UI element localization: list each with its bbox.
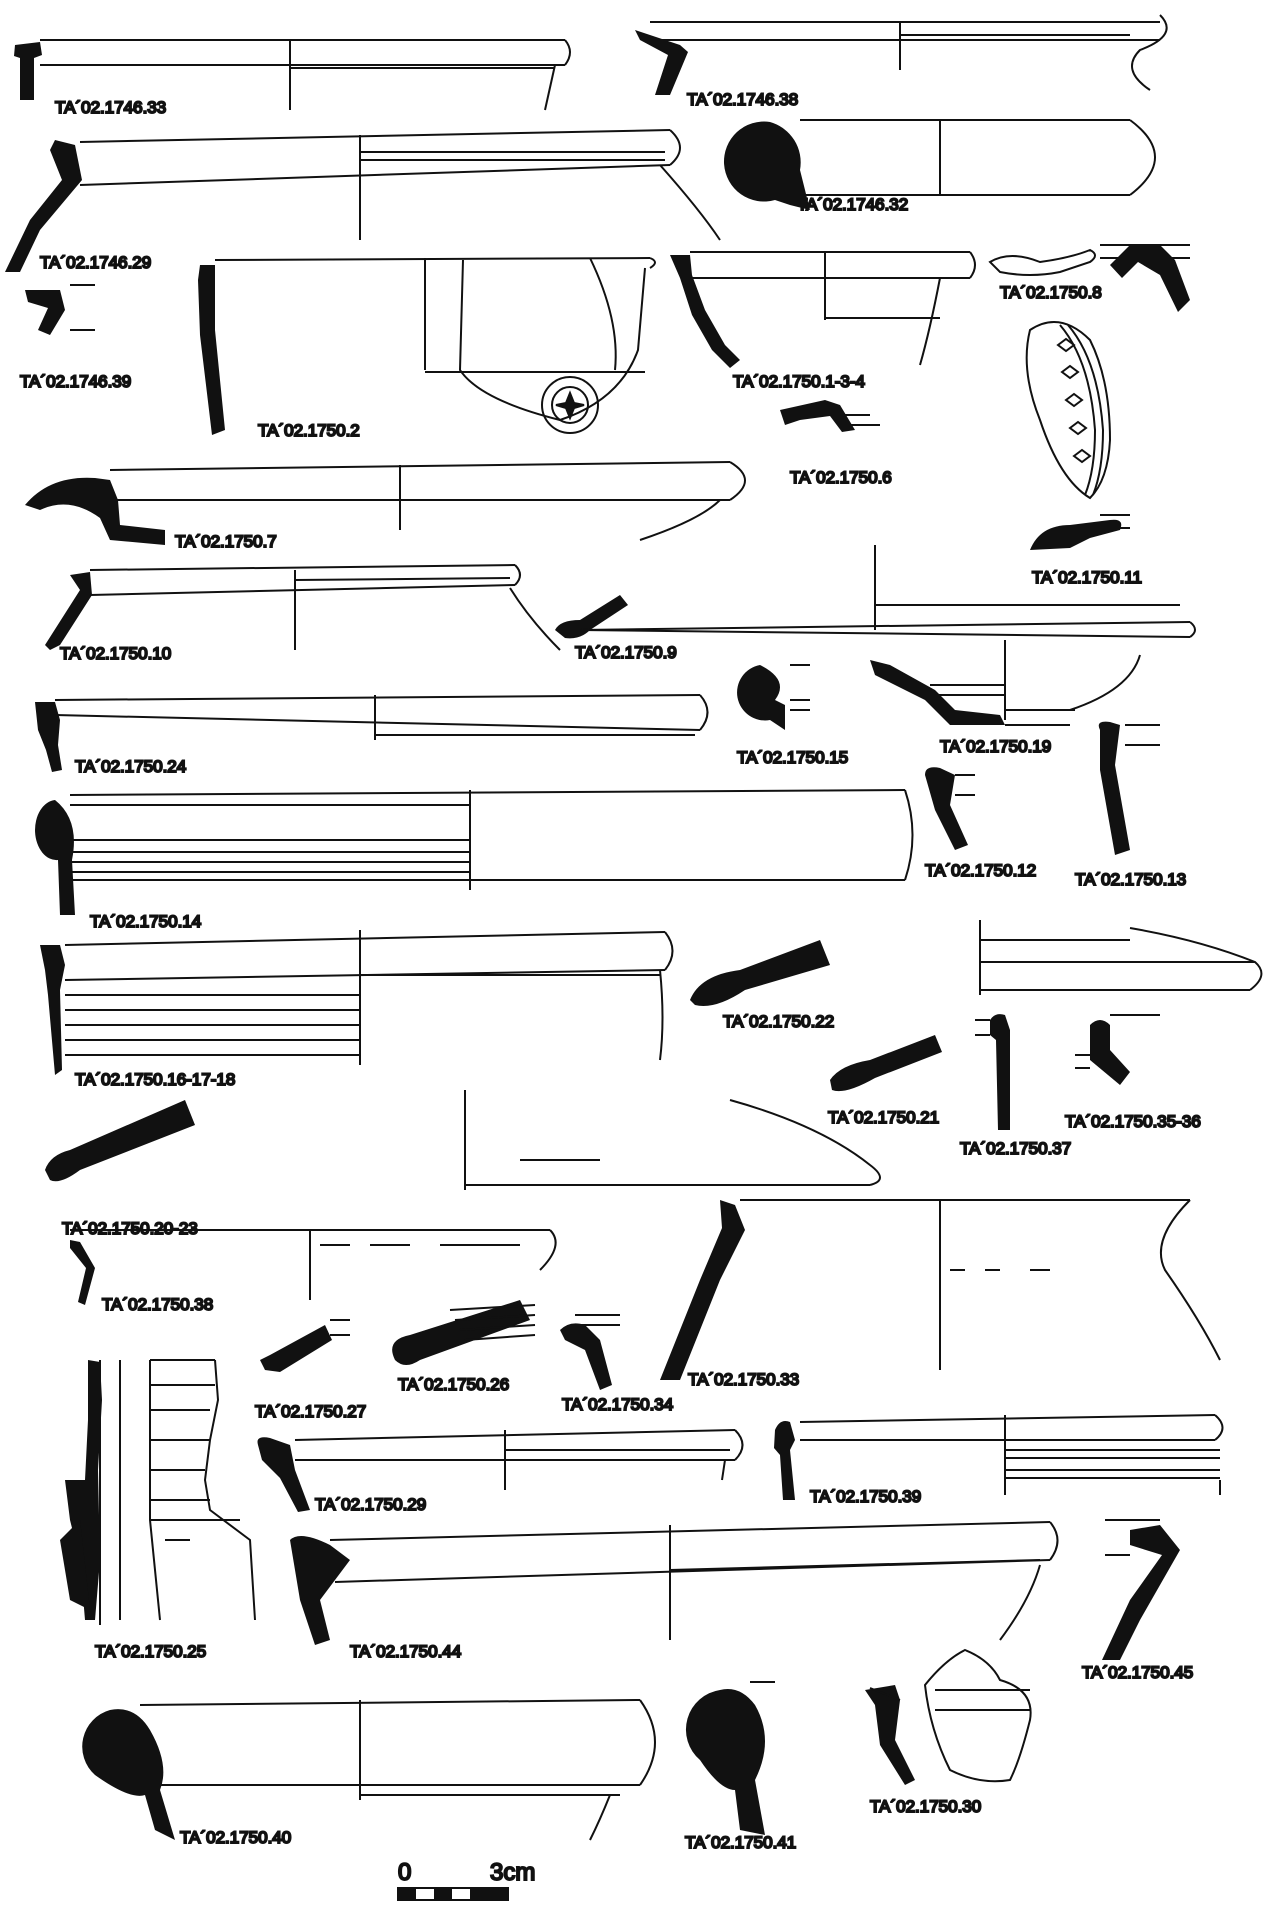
sherd-1750-45: [1102, 1519, 1180, 1660]
label-1750-37: TA´02.1750.37: [960, 1139, 1071, 1158]
sherd-1750-19: [870, 640, 1141, 726]
sherd-1750-29: [257, 1429, 744, 1512]
sherd-1750-16-17-18: [40, 930, 674, 1075]
label-1750-38: TA´02.1750.38: [102, 1295, 213, 1314]
sherd-1750-44: [290, 1521, 1059, 1645]
label-1750-8: TA´02.1750.8: [1000, 283, 1102, 302]
sherd-1750-37: [975, 1014, 1010, 1130]
sherd-1750-40: [82, 1699, 656, 1841]
sherd-1750-26: [392, 1300, 536, 1365]
label-1746-29: TA´02.1746.29: [40, 253, 151, 272]
label-1750-29: TA´02.1750.29: [315, 1495, 426, 1514]
sherd-1750-rim-stamped: [1025, 321, 1112, 500]
sherd-1750-15: [737, 664, 810, 730]
scale-bar-start-label: 0: [398, 1859, 411, 1886]
sherd-1750-7: [25, 461, 746, 545]
sherd-1746-32: [723, 119, 1156, 210]
sherd-1750-rim-large: [579, 545, 1196, 638]
label-1746-33: TA´02.1746.33: [55, 98, 166, 117]
sherd-1750-30: [865, 1648, 1032, 1785]
sherd-1750-35-36: [1075, 1014, 1160, 1085]
label-1750-12: TA´02.1750.12: [925, 861, 1036, 880]
label-1750-2: TA´02.1750.2: [258, 421, 360, 440]
sherd-1746-39: [25, 284, 95, 335]
sherd-1750-38: [70, 1229, 557, 1305]
label-1750-1-3-4: TA´02.1750.1-3-4: [733, 372, 865, 391]
label-1750-11: TA´02.1750.11: [1032, 568, 1142, 587]
label-1746-38: TA´02.1746.38: [687, 90, 798, 109]
label-1750-15: TA´02.1750.15: [737, 748, 848, 767]
sherd-1750-10: [45, 564, 561, 651]
sherd-1750-rim-flared: [979, 920, 1263, 995]
scale-bar-segment: [470, 1888, 508, 1900]
sherd-1750-22: [690, 940, 830, 1006]
sherd-1750-12: [925, 767, 975, 850]
sherd-1750-24: [35, 694, 709, 772]
label-1750-20-23: TA´02.1750.20-23: [62, 1219, 198, 1238]
label-1750-41: TA´02.1750.41: [685, 1833, 796, 1852]
label-1746-32: TA´02.1746.32: [797, 195, 908, 214]
label-1750-25: TA´02.1750.25: [95, 1642, 206, 1661]
sherd-1750-27: [260, 1319, 350, 1372]
label-1750-10: TA´02.1750.10: [60, 644, 171, 663]
label-1750-16-17-18: TA´02.1750.16-17-18: [75, 1070, 235, 1089]
sherd-1746-29: [5, 129, 721, 272]
label-1750-22: TA´02.1750.22: [723, 1012, 834, 1031]
sherd-1750-41: [685, 1681, 775, 1835]
sherd-1750-1-3-4: [670, 251, 976, 368]
label-1750-24: TA´02.1750.24: [75, 757, 186, 776]
label-1750-7: TA´02.1750.7: [175, 532, 277, 551]
sherd-1750-25: [60, 1359, 256, 1625]
sherd-1750-33: [660, 1199, 1221, 1380]
sherd-1750-11: [1030, 514, 1130, 550]
label-1746-39: TA´02.1746.39: [20, 372, 131, 391]
sherd-1750-20-23: [45, 1090, 881, 1190]
label-1750-14: TA´02.1750.14: [90, 912, 201, 931]
label-1750-45: TA´02.1750.45: [1082, 1663, 1193, 1682]
label-1750-34: TA´02.1750.34: [562, 1395, 673, 1414]
sherd-1750-34: [560, 1314, 620, 1390]
label-1750-39: TA´02.1750.39: [810, 1487, 921, 1506]
sherd-1750-39: [774, 1414, 1224, 1500]
sherd-1746-38: [635, 14, 1168, 95]
sherd-1750-13: [1098, 721, 1160, 855]
sherd-1746-33: [14, 39, 571, 111]
label-1750-35-36: TA´02.1750.35-36: [1065, 1112, 1201, 1131]
sherd-1750-2: [198, 257, 656, 435]
label-1750-6: TA´02.1750.6: [790, 468, 892, 487]
label-1750-44: TA´02.1750.44: [350, 1642, 461, 1661]
sherd-1750-6: [780, 400, 880, 432]
label-1750-9: TA´02.1750.9: [575, 643, 677, 662]
scale-bar: 0 3cm: [397, 1858, 536, 1901]
label-1750-33: TA´02.1750.33: [688, 1370, 799, 1389]
label-1750-21: TA´02.1750.21: [828, 1108, 939, 1127]
label-1750-26: TA´02.1750.26: [398, 1375, 509, 1394]
scale-bar-segment: [398, 1888, 416, 1900]
label-1750-13: TA´02.1750.13: [1075, 870, 1186, 889]
sherd-1750-21: [830, 1035, 942, 1092]
label-1750-27: TA´02.1750.27: [255, 1402, 366, 1421]
sherd-1750-8: [988, 244, 1190, 312]
label-1750-30: TA´02.1750.30: [870, 1797, 981, 1816]
label-1750-19: TA´02.1750.19: [940, 737, 1051, 756]
scale-bar-segment: [434, 1888, 452, 1900]
label-1750-40: TA´02.1750.40: [180, 1828, 291, 1847]
sherd-1750-14: [35, 789, 914, 915]
sherd-1750-9: [555, 595, 628, 639]
scale-bar-end-label: 3cm: [490, 1859, 535, 1886]
